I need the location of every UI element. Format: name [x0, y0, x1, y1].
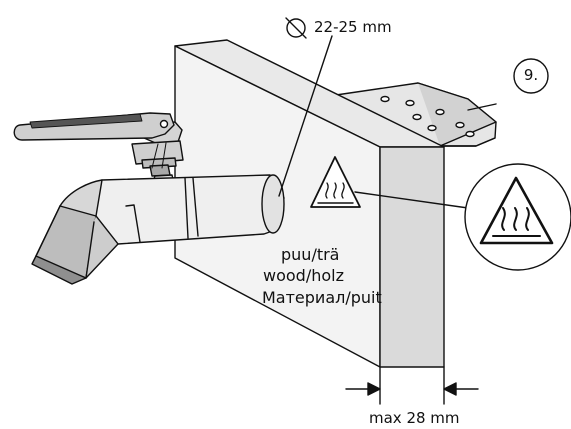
warning-leader-line — [354, 191, 469, 209]
diameter-symbol-icon — [285, 17, 307, 39]
material-label-3: Материал/puit — [262, 288, 382, 307]
step-number-label: 9. — [523, 66, 539, 84]
pipe-diameter-label: 22-25 mm — [314, 18, 392, 36]
material-label-1: puu/trä — [281, 245, 340, 264]
diameter-leader-line — [278, 35, 333, 197]
hot-surface-warning-icon — [464, 163, 571, 271]
panel-hot-warning — [310, 156, 361, 208]
tap — [31, 121, 285, 285]
step-badge — [513, 58, 549, 94]
thickness-dimension — [345, 366, 479, 405]
step-leader-line — [467, 103, 497, 111]
max-thickness-label: max 28 mm — [369, 409, 460, 427]
tap-handle[interactable] — [13, 112, 175, 141]
mounting-bracket — [335, 82, 497, 147]
material-label-2: wood/holz — [263, 266, 344, 285]
